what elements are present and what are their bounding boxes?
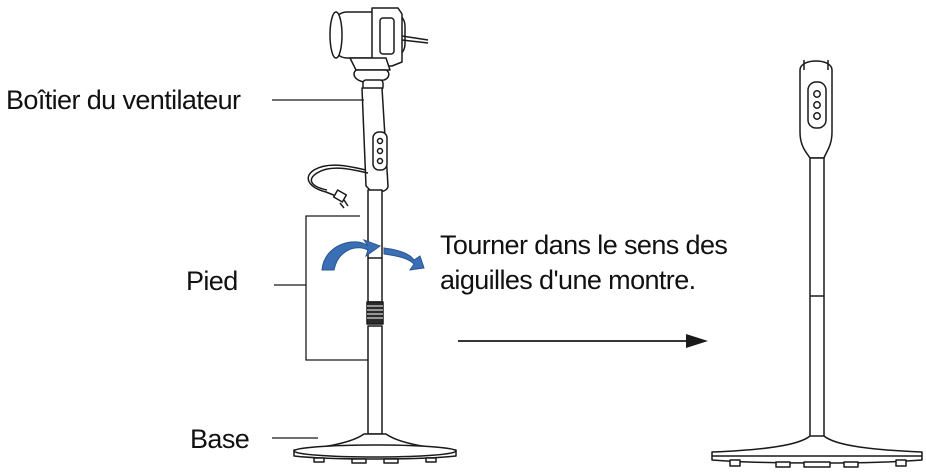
- base-label: Base: [190, 424, 250, 454]
- right-fan-assembly: [711, 60, 923, 468]
- fan-housing-label: Boîtier du ventilateur: [6, 85, 241, 115]
- fan-housing-tube: [361, 87, 389, 193]
- assembled-base: [711, 435, 923, 464]
- fan-base: [293, 433, 457, 464]
- stand-label: Pied: [186, 266, 238, 296]
- rotation-instruction: Tourner dans le sens des aiguilles d'une…: [440, 228, 728, 298]
- assembled-pole: [809, 157, 825, 441]
- direction-arrow-icon: [458, 334, 708, 348]
- instruction-line-1: Tourner dans le sens des: [440, 230, 728, 260]
- head-joint: [353, 69, 390, 91]
- lower-pole: [367, 325, 383, 435]
- instruction-line-2: aiguilles d'une montre.: [440, 265, 696, 295]
- rotation-arrow-icon: [321, 238, 425, 271]
- leader-lines: [272, 99, 368, 439]
- threaded-connector: [366, 301, 384, 325]
- fan-head: [329, 7, 429, 71]
- left-fan-assembly: [293, 7, 457, 464]
- power-cord-plug-icon: [307, 164, 369, 209]
